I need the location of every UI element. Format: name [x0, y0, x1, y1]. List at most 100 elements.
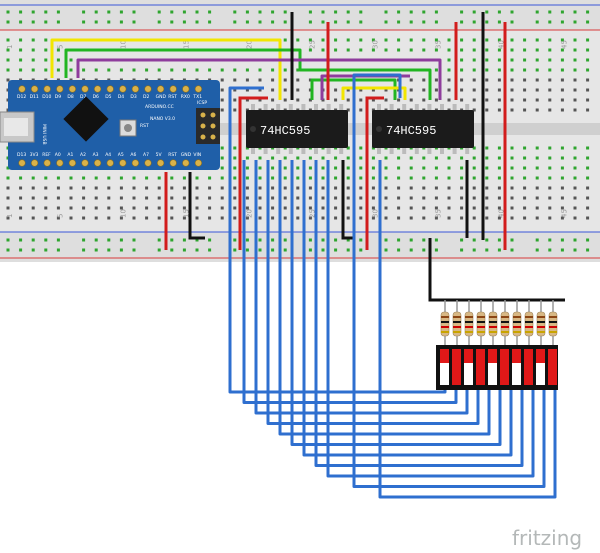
black-wire-chip1: [341, 160, 355, 240]
column-number-bottom: 25: [308, 209, 316, 218]
pin-label: D8: [67, 94, 73, 100]
led-segment-window: [452, 363, 461, 385]
blue-wire: [314, 160, 524, 467]
led-segment-window: [476, 363, 485, 385]
led-segment-window: [536, 363, 545, 385]
pin-hole: [43, 159, 51, 167]
pin-hole: [68, 159, 76, 167]
pin-label: RST: [168, 94, 177, 100]
column-number-bottom: 1: [6, 214, 14, 218]
pin-hole: [106, 85, 114, 93]
pin-hole: [131, 85, 139, 93]
pin-label: D5: [105, 94, 111, 100]
pin-label: A2: [80, 152, 86, 158]
power-wires: [164, 12, 565, 302]
column-number-top: 45: [560, 40, 568, 49]
pin-hole: [68, 85, 76, 93]
column-number-bottom: 40: [497, 209, 505, 218]
led-segment-window: [464, 363, 473, 385]
blue-wire: [352, 73, 402, 160]
column-number-top: 5: [56, 45, 64, 49]
pin-hole: [30, 159, 39, 167]
led-segment: [524, 349, 533, 363]
pin-hole: [81, 85, 89, 93]
board-name: ARDUINO.CC: [145, 104, 174, 110]
pin-label: D2: [143, 94, 149, 100]
pin-label: D13: [17, 152, 26, 158]
shift-register-2: 74HC595: [372, 104, 474, 154]
led-segment: [452, 349, 461, 363]
icsp-label: ICSP: [197, 100, 207, 106]
pin-label: 3V3: [30, 152, 39, 158]
pin-hole: [119, 85, 127, 93]
blue-wire: [378, 160, 557, 499]
column-number-top: 20: [245, 40, 253, 49]
column-number-bottom: 5: [56, 214, 64, 218]
yellow-wire: [50, 38, 282, 100]
chip-label-2: 74HC595: [386, 124, 436, 138]
pin-label: GND: [156, 94, 167, 100]
pin-label: D10: [42, 94, 51, 100]
column-number-top: 25: [308, 40, 316, 49]
pin-label: D7: [80, 94, 86, 100]
pin-label: A1: [67, 152, 73, 158]
pin-hole: [169, 159, 177, 167]
blue-wire: [278, 160, 491, 436]
pin-hole: [56, 85, 64, 93]
pin-hole: [56, 159, 64, 167]
pin-hole: [182, 159, 190, 167]
pin-hole: [43, 85, 51, 93]
pin-hole: [93, 85, 102, 93]
blue-wire: [352, 160, 546, 488]
red-wire-chip1-vcc: [238, 96, 268, 250]
pin-hole: [157, 85, 165, 93]
led-segment: [512, 349, 521, 363]
reset-label: RST: [140, 123, 149, 129]
column-number-top: 10: [119, 40, 127, 49]
column-number-top: 35: [434, 40, 442, 49]
led-bar-graph: [436, 345, 558, 390]
led-segment-window: [500, 363, 509, 385]
column-number-top: 30: [371, 40, 379, 49]
pin-label: TX1: [192, 94, 202, 100]
chip-label-1: 74HC595: [260, 124, 310, 138]
pin-hole: [169, 85, 177, 93]
pin-label: D9: [55, 94, 61, 100]
led-segment-window: [440, 363, 449, 385]
black-wire-led-gnd: [428, 238, 565, 302]
purple-wire: [76, 58, 442, 100]
led-segment: [440, 349, 449, 363]
pin-label: D6: [93, 94, 99, 100]
black-wire-nano-gnd: [188, 172, 205, 240]
pin-hole: [131, 159, 139, 167]
column-number-top: 15: [182, 40, 190, 49]
pin-hole: [182, 85, 190, 93]
led-segment: [536, 349, 545, 363]
pin-label: 5V: [156, 152, 163, 158]
led-segment-window: [548, 363, 557, 385]
pin-label: D4: [118, 94, 124, 100]
column-number-bottom: 30: [371, 209, 379, 218]
pin-hole: [194, 85, 202, 93]
pin-hole: [30, 85, 39, 93]
column-number-top: 1: [6, 45, 14, 49]
led-segment: [488, 349, 497, 363]
column-number-bottom: 10: [119, 209, 127, 218]
led-segment-window: [512, 363, 521, 385]
pin-hole: [144, 159, 152, 167]
pin-label: D11: [30, 94, 39, 100]
pin-hole: [18, 159, 26, 167]
board-model: NANO V3.0: [150, 116, 175, 122]
blue-wire: [242, 160, 458, 404]
yellow-wire-2: [341, 86, 407, 100]
column-number-bottom: 20: [245, 209, 253, 218]
pin-hole: [81, 159, 89, 167]
pin-label: D3: [130, 94, 136, 100]
led-segment-window: [488, 363, 497, 385]
blue-wire: [228, 86, 447, 394]
arduino-nano: MINI USB RST ARDUINO.CC NANO V3.0 ICSP D…: [0, 80, 220, 170]
pin-hole: [18, 85, 26, 93]
